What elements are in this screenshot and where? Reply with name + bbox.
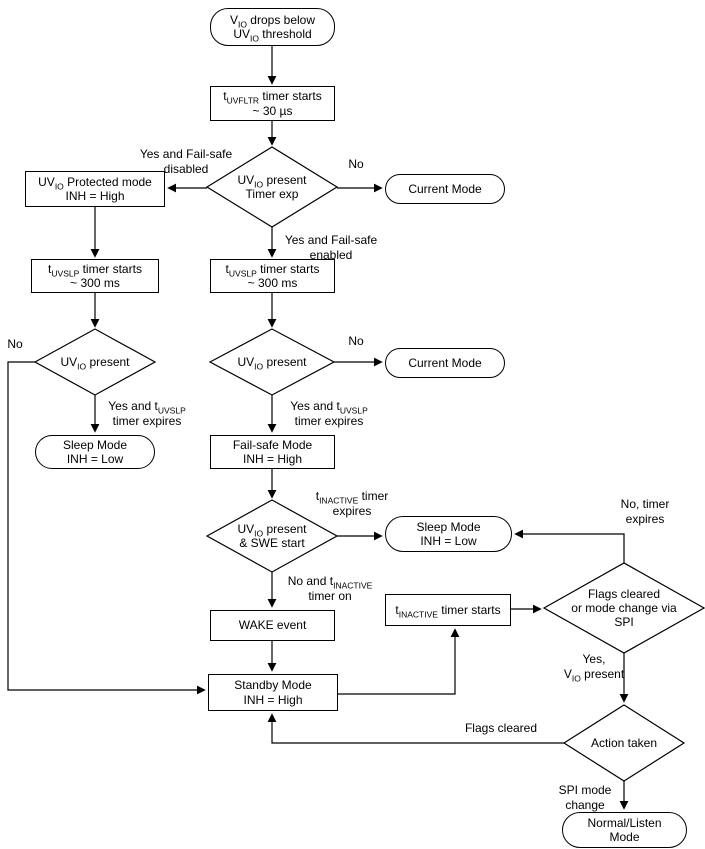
node-text-line: ~ 300 ms	[70, 276, 120, 290]
node-vio-drops-below: VIO drops below UVIO threshold	[210, 8, 335, 46]
node-text-line: INH = Low	[420, 534, 477, 548]
node-sleep-mode-left: Sleep Mode INH = Low	[35, 435, 155, 469]
node-text-line: UVIO Protected mode	[38, 174, 152, 191]
node-text-line: INH = Low	[66, 452, 124, 466]
edge-label-line: VIO present	[563, 666, 625, 683]
decision-action-taken: Action taken	[574, 731, 674, 755]
node-text-line: Sleep Mode	[62, 437, 128, 452]
decision-flags-cleared-spi-shape	[542, 562, 705, 654]
node-tinactive-timer: tINACTIVE timer starts	[385, 594, 511, 626]
decision-uvio-present-left: UVIO present	[45, 349, 145, 375]
edge-label-no-1: No	[342, 157, 370, 172]
node-normal-listen-mode: Normal/Listen Mode	[562, 812, 687, 848]
edge-label-no-timer-expires: No, timer expires	[610, 497, 680, 526]
decision-text-line: UVIO present	[237, 173, 307, 190]
decision-action-taken-shape	[562, 704, 686, 782]
node-text-line: INH = High	[65, 189, 125, 203]
edge-label-yes-uvslp-expires-center: Yes and tUVSLP timer expires	[279, 399, 379, 428]
node-text-line: Current Mode	[408, 355, 482, 370]
node-wake-event: WAKE event	[210, 610, 335, 641]
decision-text-line: UVIO present	[237, 522, 307, 539]
decision-text-line: SPI	[614, 615, 634, 629]
node-text-line: Fail-safe Mode	[232, 437, 313, 452]
edge-label-line: change	[565, 797, 605, 812]
decision-text-line: Action taken	[590, 736, 658, 750]
edge-label-line: No	[7, 337, 23, 351]
decision-flags-cleared-spi: Flags cleared or mode change via SPI	[552, 586, 696, 630]
edge-label-yes-failsafe-disabled: Yes and Fail-safe disabled	[138, 147, 234, 176]
node-text-line: UVIO threshold	[233, 27, 312, 44]
edge-label-spi-mode-change: SPI mode change	[550, 783, 620, 812]
node-standby-mode: Standby Mode INH = High	[208, 674, 338, 711]
node-text-line: ~ 30 µs	[252, 103, 293, 118]
edge-label-line: No	[348, 334, 364, 348]
edge-label-line: expires	[332, 503, 372, 518]
node-uvslp-timer-left: tUVSLP timer starts ~ 300 ms	[31, 259, 159, 293]
edge-label-line: SPI mode	[558, 783, 612, 797]
decision-text-line: UVIO present	[237, 355, 307, 372]
node-uvfltr-timer: tUVFLTR timer starts ~ 30 µs	[210, 86, 335, 121]
edge-label-line: timer on	[308, 588, 352, 603]
node-text-line: Sleep Mode	[416, 519, 481, 534]
node-text-line: Mode	[609, 830, 640, 844]
edge-label-line: tINACTIVE timer	[315, 489, 389, 506]
edge-label-line: No, timer	[620, 497, 670, 511]
edge-label-yes-failsafe-enabled: Yes and Fail-safe enabled	[281, 233, 381, 262]
node-text-line: tUVFLTR timer starts	[223, 89, 322, 106]
decision-text-line: or mode change via	[571, 601, 677, 615]
edge-label-line: disabled	[163, 161, 209, 176]
node-text-line: INH = High	[242, 452, 303, 466]
node-current-mode-1: Current Mode	[385, 174, 505, 204]
node-current-mode-2: Current Mode	[385, 348, 505, 378]
node-text-line: tUVSLP timer starts	[48, 261, 142, 278]
decision-text-line: Flags cleared	[587, 587, 661, 601]
connector-flags-decision-to-sleep-right	[514, 529, 625, 563]
edge-label-no-2: No	[342, 334, 370, 349]
node-text-line: WAKE event	[238, 618, 307, 633]
edge-label-line: Yes and Fail-safe	[139, 147, 233, 161]
node-text-line: Standby Mode	[234, 678, 312, 692]
edge-label-line: No	[348, 157, 364, 171]
node-text-line: VIO drops below	[229, 12, 316, 29]
edge-label-line: No and tINACTIVE	[287, 574, 373, 591]
edge-label-line: Yes,	[582, 652, 606, 666]
edge-label-line: Yes and Fail-safe	[284, 233, 378, 247]
edge-label-line: Yes and tUVSLP	[290, 399, 368, 416]
edge-label-no-left: No	[2, 337, 28, 352]
decision-uvio-present-swe: UVIO present & SWE start	[212, 508, 332, 564]
decision-text-line: Timer exp	[245, 187, 299, 201]
node-failsafe-mode: Fail-safe Mode INH = High	[210, 435, 335, 469]
decision-uvio-present-timer-exp: UVIO present Timer exp	[212, 159, 332, 215]
node-protected-mode: UVIO Protected mode INH = High	[25, 171, 165, 207]
node-sleep-mode-right: Sleep Mode INH = Low	[385, 516, 512, 552]
edge-label-flags-cleared: Flags cleared	[458, 721, 544, 736]
edge-label-line: timer expires	[112, 413, 182, 428]
node-text-line: ~ 300 ms	[247, 276, 298, 290]
connector-standby-to-tinactive	[338, 628, 460, 695]
edge-label-line: expires	[625, 511, 665, 526]
decision-uvio-present-timer-exp-shape	[205, 146, 339, 228]
edge-label-line: enabled	[309, 247, 353, 262]
connector-decision-left-no-to-standby	[7, 361, 206, 695]
edge-label-line: Flags cleared	[464, 721, 538, 735]
node-text-line: Normal/Listen	[587, 815, 662, 830]
connector-action-taken-to-standby	[267, 713, 564, 744]
edge-label-no-tinactive-on: No and tINACTIVE timer on	[277, 574, 383, 603]
decision-text-line: UVIO present	[60, 355, 130, 372]
edge-label-yes-vio-present: Yes, VIO present	[556, 652, 632, 683]
decision-text-line: & SWE start	[239, 536, 305, 550]
node-text-line: INH = High	[243, 692, 303, 707]
edge-label-line: Yes and tUVSLP	[108, 399, 186, 416]
node-text-line: tINACTIVE timer starts	[395, 602, 501, 620]
decision-uvio-present-left-shape	[33, 328, 157, 396]
decision-uvio-present-center: UVIO present	[222, 349, 322, 375]
edge-label-tinactive-expires: tINACTIVE timer expires	[304, 489, 400, 518]
node-text-line: Current Mode	[408, 181, 482, 196]
edge-label-line: timer expires	[294, 413, 364, 428]
node-uvslp-timer-center: tUVSLP timer starts ~ 300 ms	[210, 259, 335, 293]
node-text-line: tUVSLP timer starts	[225, 261, 320, 278]
edge-label-yes-uvslp-expires-left: Yes and tUVSLP timer expires	[98, 399, 196, 428]
